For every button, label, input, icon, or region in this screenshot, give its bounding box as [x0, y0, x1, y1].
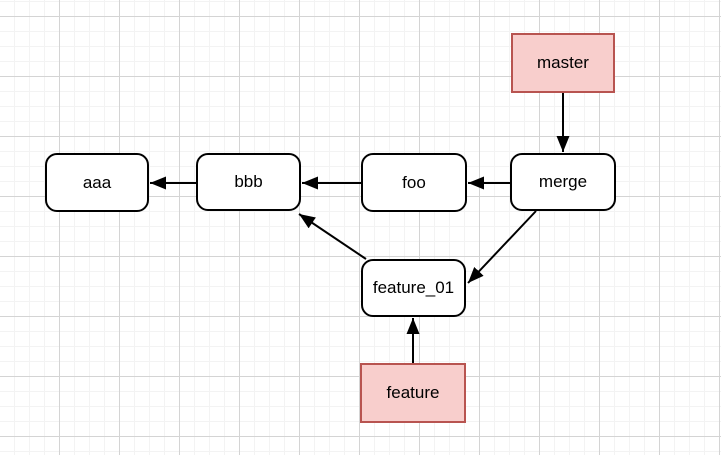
edge-merge-feature-01[interactable] [467, 210, 537, 284]
node-foo-label: foo [402, 172, 426, 192]
node-feature[interactable]: feature [360, 363, 466, 423]
node-feature-01-label: feature_01 [372, 278, 455, 297]
node-feature-label: feature [386, 383, 440, 402]
node-aaa[interactable]: aaa [45, 153, 149, 212]
node-master[interactable]: master [511, 33, 615, 93]
edge-feature-01-bbb[interactable] [298, 213, 367, 260]
node-foo[interactable]: foo [361, 153, 467, 212]
node-merge[interactable]: merge [510, 153, 616, 211]
node-master-label: master [537, 53, 589, 72]
node-bbb-label: bbb [234, 172, 263, 191]
node-feature-01[interactable]: feature_01 [361, 259, 466, 317]
node-merge-label: merge [538, 172, 588, 191]
node-bbb[interactable]: bbb [196, 153, 301, 211]
node-aaa-label: aaa [82, 172, 112, 192]
